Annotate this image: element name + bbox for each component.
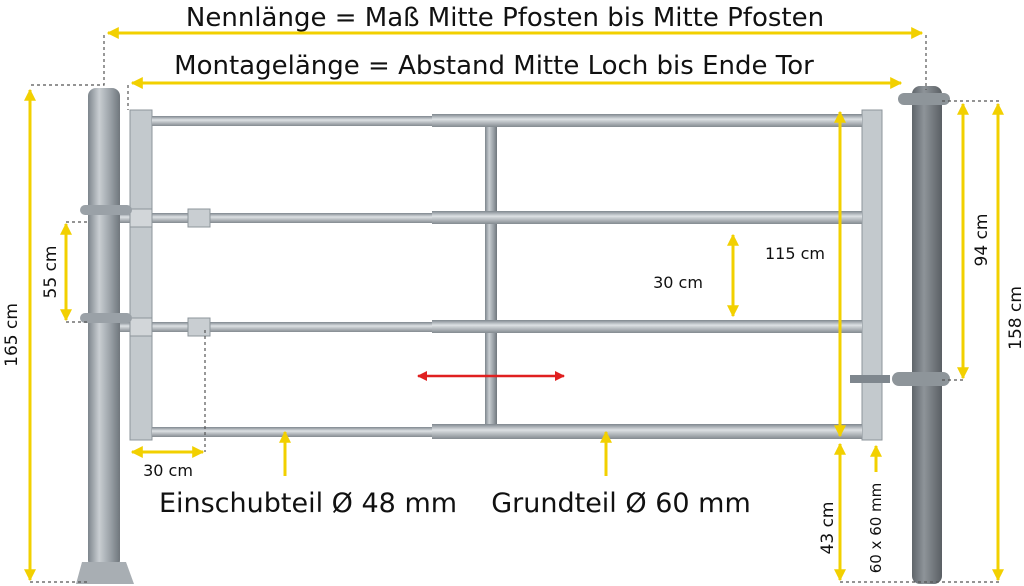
gate-height-label: 115 cm: [765, 244, 825, 263]
telescopic-overlap-label: 30 cm: [143, 461, 193, 480]
rail-spacing-label: 30 cm: [653, 273, 703, 292]
ground-clearance-label: 43 cm: [818, 502, 838, 555]
base-part-label: Grundteil Ø 60 mm: [491, 488, 751, 519]
dotted-guides: [30, 35, 1000, 583]
frame-profile-label: 60 x 60 mm: [867, 483, 885, 574]
dimension-lines: [24, 27, 1004, 582]
hinges: [80, 93, 950, 386]
latch-height-label: 94 cm: [972, 214, 992, 267]
gate-frame: [120, 109, 883, 441]
post-height-right-label: 158 cm: [1006, 286, 1024, 350]
left-post: [76, 88, 134, 584]
hinge-spacing-label: 55 cm: [41, 246, 61, 299]
nominal-length-label: Nennlänge = Maß Mitte Pfosten bis Mitte …: [186, 3, 824, 33]
right-post: [912, 86, 942, 584]
rails: [120, 114, 862, 439]
post-height-left-label: 165 cm: [2, 303, 22, 367]
insert-part-label: Einschubteil Ø 48 mm: [159, 488, 457, 519]
mounting-length-label: Montagelänge = Abstand Mitte Loch bis En…: [174, 51, 814, 81]
